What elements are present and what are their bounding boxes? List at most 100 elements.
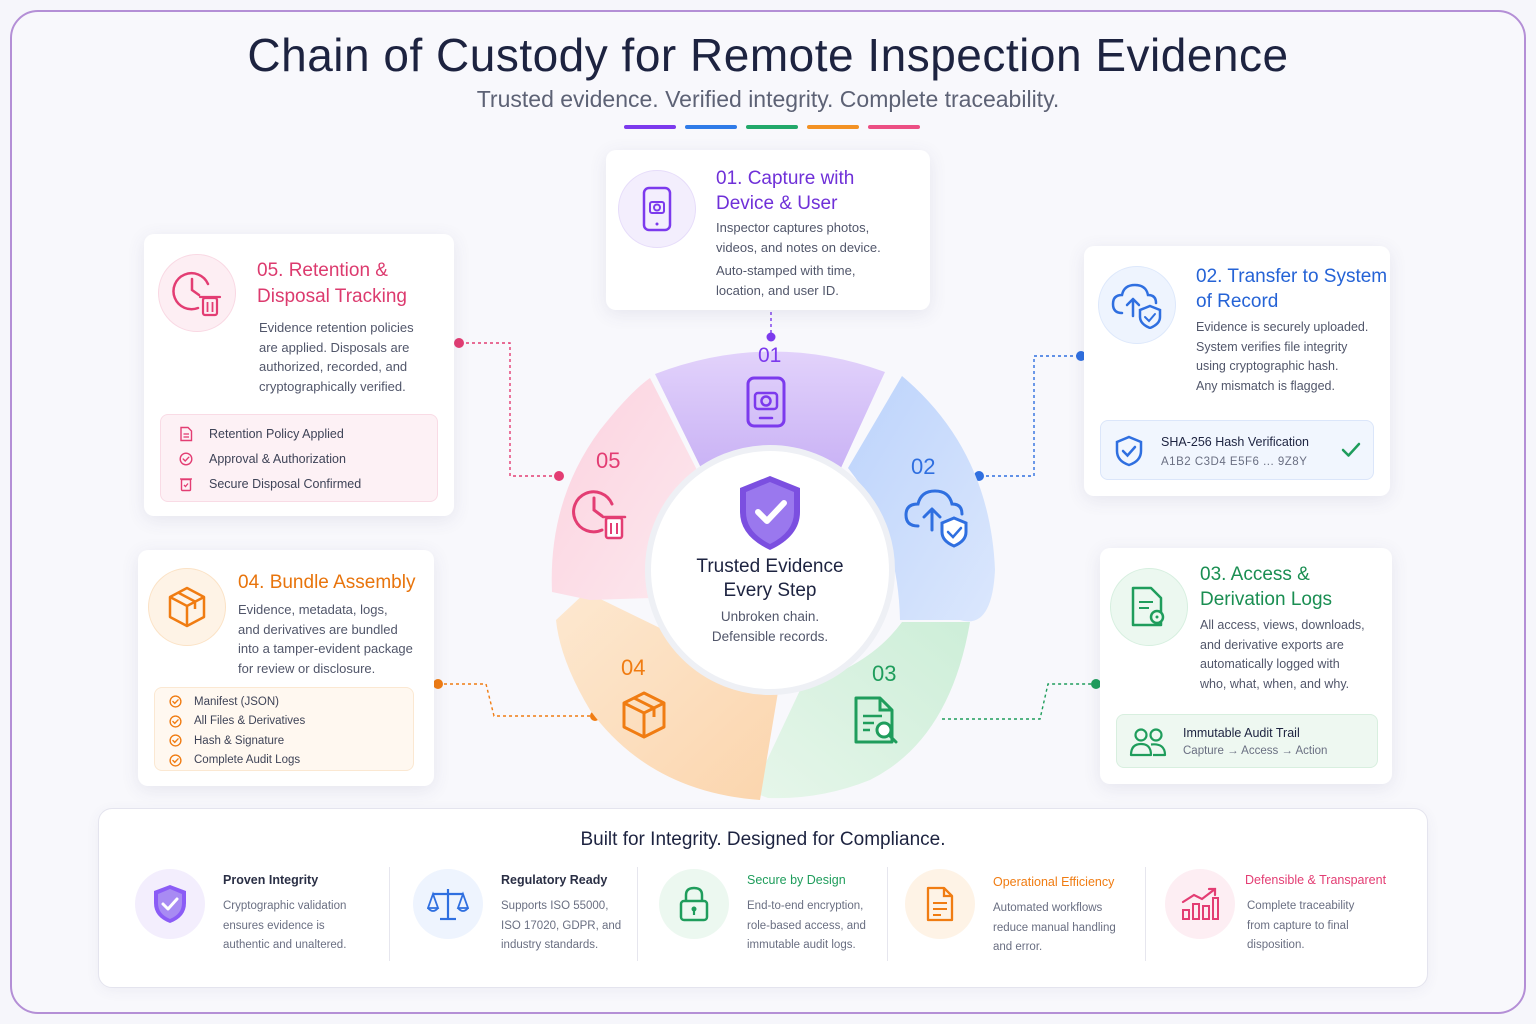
step-02-description: Evidence is securely uploaded. System ve… <box>1196 318 1386 396</box>
step-02-text-line: using cryptographic hash. <box>1196 359 1339 373</box>
center-text-line: Defensible records. <box>711 629 829 644</box>
feature-text-line: disposition. <box>1247 939 1305 951</box>
document-search-icon <box>854 696 898 744</box>
audit-trail-label: Immutable Audit Trail <box>1183 726 1300 740</box>
feature-text-line: role-based access, and <box>747 919 866 932</box>
feature-divider <box>1145 867 1146 961</box>
color-bar <box>624 125 676 129</box>
hash-value: A1B2 C3D4 E5F6 ... 9Z8Y <box>1161 456 1308 468</box>
feature-divider <box>389 867 390 961</box>
step-01-text-line: Inspector captures photos, <box>716 220 870 235</box>
checklist-item: Manifest (JSON) <box>169 692 399 712</box>
feature-text-line: End-to-end encryption, <box>747 900 864 912</box>
step-card-04: 04. Bundle Assembly Evidence, metadata, … <box>138 550 434 786</box>
checklist-label: Approval & Authorization <box>209 451 346 466</box>
step-03-icon-circle <box>1110 568 1188 646</box>
feature-text-line: from capture to final <box>1247 919 1349 932</box>
checklist-item: All Files & Derivatives <box>169 712 399 732</box>
compliance-title: Built for Integrity. Designed for Compli… <box>580 829 946 850</box>
step-number-05: 05 <box>596 448 621 473</box>
step-03-text-line: who, what, when, and why. <box>1200 676 1350 691</box>
compliance-panel: Built for Integrity. Designed for Compli… <box>98 808 1428 988</box>
step-number-03: 03 <box>872 661 897 686</box>
step-card-02: 02. Transfer to System of Record Evidenc… <box>1084 246 1390 496</box>
step-card-01: 01. Capture with Device & User Inspector… <box>606 150 930 310</box>
page-title: Chain of Custody for Remote Inspection E… <box>247 29 1289 81</box>
users-icon <box>1129 728 1167 757</box>
feature-operational-efficiency: Operational Efficiency Automated workflo… <box>905 867 1145 967</box>
checklist-label: Retention Policy Applied <box>209 426 344 441</box>
feature-text-line: reduce manual handling <box>993 921 1116 934</box>
step-01-description: Inspector captures photos, videos, and n… <box>716 218 926 300</box>
step-03-title-line: Derivation Logs <box>1200 589 1333 610</box>
wheel-center-disc <box>645 445 895 695</box>
step-05-icon-circle <box>158 254 236 332</box>
feature-title: Defensible & Transparent <box>1245 873 1387 887</box>
checklist-item: Approval & Authorization <box>179 446 419 471</box>
retention-checklist: Retention Policy Applied Approval & Auth… <box>160 414 438 502</box>
feature-divider <box>637 867 638 961</box>
step-04-title: 04. Bundle Assembly <box>238 572 416 593</box>
feature-text-line: Cryptographic validation <box>223 900 347 912</box>
checklist-label: Manifest (JSON) <box>194 695 279 708</box>
step-card-03: 03. Access & Derivation Logs All access,… <box>1100 548 1392 784</box>
feature-text-line: Complete traceability <box>1247 900 1355 912</box>
feature-description: Supports ISO 55000, ISO 17020, GDPR, and… <box>501 897 651 956</box>
feature-text-line: industry standards. <box>501 939 599 951</box>
package-icon <box>168 586 206 628</box>
step-01-title-line: 01. Capture with <box>716 168 855 189</box>
audit-trail-box: Immutable Audit Trail Capture → Access →… <box>1116 714 1378 768</box>
step-02-text-line: Any mismatch is flagged. <box>1196 378 1335 393</box>
feature-title: Operational Efficiency <box>993 875 1115 889</box>
scales-icon <box>427 889 469 921</box>
checklist-label: Hash & Signature <box>194 734 285 747</box>
step-04-text-line: for review or disclosure. <box>238 660 376 676</box>
color-bar <box>868 125 920 129</box>
check-circle-icon <box>169 715 182 728</box>
step-05-text-line: are applied. Disposals are <box>259 339 410 355</box>
feature-description: Automated workflows reduce manual handli… <box>993 899 1143 958</box>
camera-phone-icon <box>746 376 786 428</box>
feature-icon-circle <box>135 869 205 939</box>
audit-trail-flow: Capture → Access → Action <box>1183 745 1328 757</box>
bundle-checklist: Manifest (JSON) All Files & Derivatives … <box>154 687 414 771</box>
step-02-text-line: Evidence is securely uploaded. <box>1196 320 1369 334</box>
feature-text-line: Supports ISO 55000, <box>501 900 609 912</box>
step-05-title-line: Disposal Tracking <box>257 286 407 307</box>
clock-trash-icon <box>172 271 222 317</box>
center-title-line: Trusted Evidence <box>696 556 844 577</box>
step-01-text-line: location, and user ID. <box>716 282 839 298</box>
checklist-item: Retention Policy Applied <box>179 421 419 446</box>
color-bar <box>807 125 859 129</box>
step-01-text-line: Auto-stamped with time, <box>716 263 856 278</box>
feature-text-line: ISO 17020, GDPR, and <box>501 919 622 932</box>
step-04-icon-circle <box>148 568 226 646</box>
step-02-text-line: System verifies file integrity <box>1196 339 1348 354</box>
step-01-icon-circle <box>618 170 696 248</box>
color-bar <box>746 125 798 129</box>
step-01-title-line: Device & User <box>716 193 838 214</box>
feature-icon-circle <box>905 869 975 939</box>
feature-defensible-transparent: Defensible & Transparent Complete tracea… <box>1165 867 1415 967</box>
wheel-segment-05 <box>551 378 698 600</box>
feature-text-line: ensures evidence is <box>223 919 325 932</box>
step-03-description: All access, views, downloads, and deriva… <box>1200 616 1388 694</box>
hash-label: SHA-256 Hash Verification <box>1161 435 1309 449</box>
feature-icon-circle <box>1165 869 1235 939</box>
center-title: Trusted Evidence Every Step <box>670 555 870 603</box>
check-circle-icon <box>179 451 193 466</box>
checkmark-icon <box>1341 442 1361 457</box>
check-circle-icon <box>169 695 182 708</box>
step-card-05: 05. Retention & Disposal Tracking Eviden… <box>144 234 454 516</box>
shield-check-icon <box>154 885 186 923</box>
step-02-title-line: of Record <box>1196 291 1279 312</box>
color-bar <box>685 125 737 129</box>
center-shield-icon <box>740 476 800 550</box>
process-wheel: 01 02 03 04 05 Trusted Evid <box>540 330 1000 805</box>
center-title-line: Every Step <box>723 580 817 601</box>
step-05-title-line: 05. Retention & <box>257 260 388 281</box>
feature-title: Proven Integrity <box>223 873 319 887</box>
check-circle-icon <box>169 734 182 747</box>
feature-secure-by-design: Secure by Design End-to-end encryption, … <box>659 867 889 967</box>
wheel-segment-01 <box>655 351 885 470</box>
